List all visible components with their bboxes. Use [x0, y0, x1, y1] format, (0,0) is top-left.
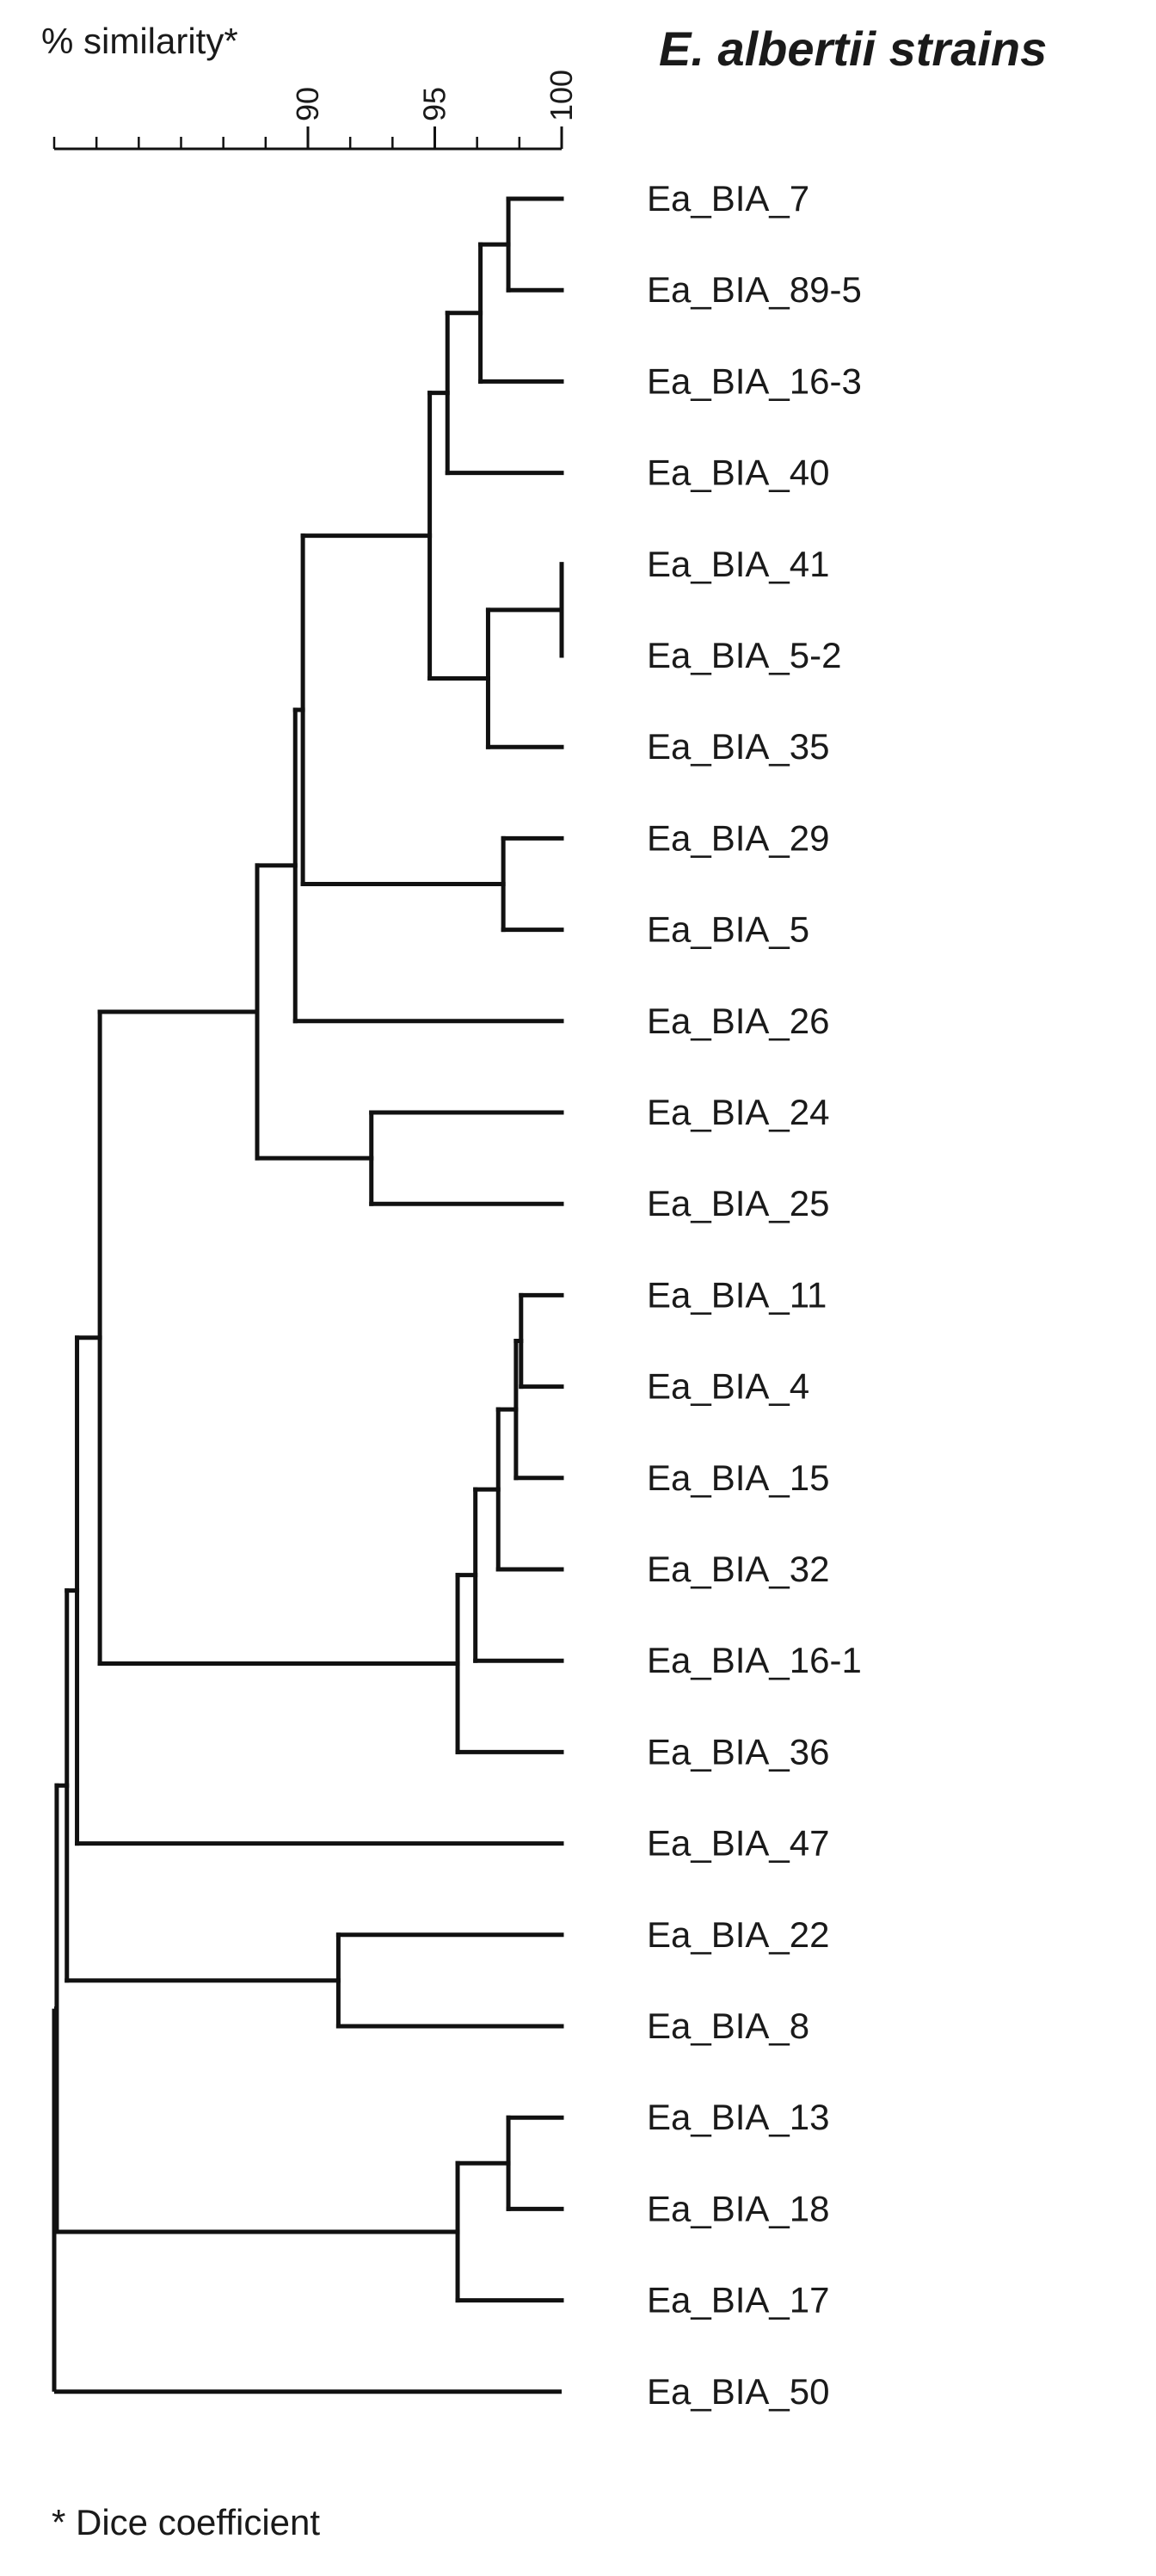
axis-tick-label: 100 — [544, 70, 579, 121]
leaf-label: Ea_BIA_35 — [647, 726, 830, 767]
leaf-label: Ea_BIA_22 — [647, 1914, 830, 1955]
leaf-label: Ea_BIA_17 — [647, 2280, 830, 2320]
leaf-label: Ea_BIA_7 — [647, 178, 809, 219]
leaf-label: Ea_BIA_18 — [647, 2188, 830, 2228]
axis-tick-label: 90 — [290, 87, 325, 121]
leaf-label: Ea_BIA_40 — [647, 453, 830, 493]
dice-coefficient-footnote: * Dice coefficient — [52, 2502, 321, 2542]
leaf-label: Ea_BIA_24 — [647, 1092, 830, 1132]
similarity-axis: 90 95 100 — [52, 70, 579, 151]
leaf-label: Ea_BIA_5 — [647, 909, 809, 950]
leaf-label: Ea_BIA_25 — [647, 1183, 830, 1223]
dendrogram-branches — [52, 196, 564, 2394]
leaf-label: Ea_BIA_5-2 — [647, 635, 842, 675]
strains-title: E. albertii strains — [659, 22, 1048, 76]
similarity-axis-label: % similarity* — [41, 21, 238, 61]
leaf-label: Ea_BIA_13 — [647, 2097, 830, 2137]
leaf-label: Ea_BIA_50 — [647, 2371, 830, 2412]
leaf-label: Ea_BIA_16-3 — [647, 361, 862, 401]
leaf-label: Ea_BIA_26 — [647, 1001, 830, 1041]
axis-tick-label: 95 — [417, 87, 452, 121]
leaf-label: Ea_BIA_15 — [647, 1457, 830, 1498]
leaf-label: Ea_BIA_16-1 — [647, 1640, 862, 1680]
leaf-label: Ea_BIA_29 — [647, 817, 830, 858]
leaf-label: Ea_BIA_8 — [647, 2006, 809, 2046]
leaf-label: Ea_BIA_11 — [647, 1274, 827, 1315]
leaf-label: Ea_BIA_47 — [647, 1823, 830, 1864]
leaf-label: Ea_BIA_4 — [647, 1366, 809, 1407]
leaf-label: Ea_BIA_36 — [647, 1731, 830, 1772]
leaf-label: Ea_BIA_32 — [647, 1549, 830, 1589]
leaf-label: Ea_BIA_89-5 — [647, 269, 862, 310]
leaf-labels: Ea_BIA_7Ea_BIA_89-5Ea_BIA_16-3Ea_BIA_40E… — [647, 178, 862, 2412]
leaf-label: Ea_BIA_41 — [647, 544, 830, 584]
